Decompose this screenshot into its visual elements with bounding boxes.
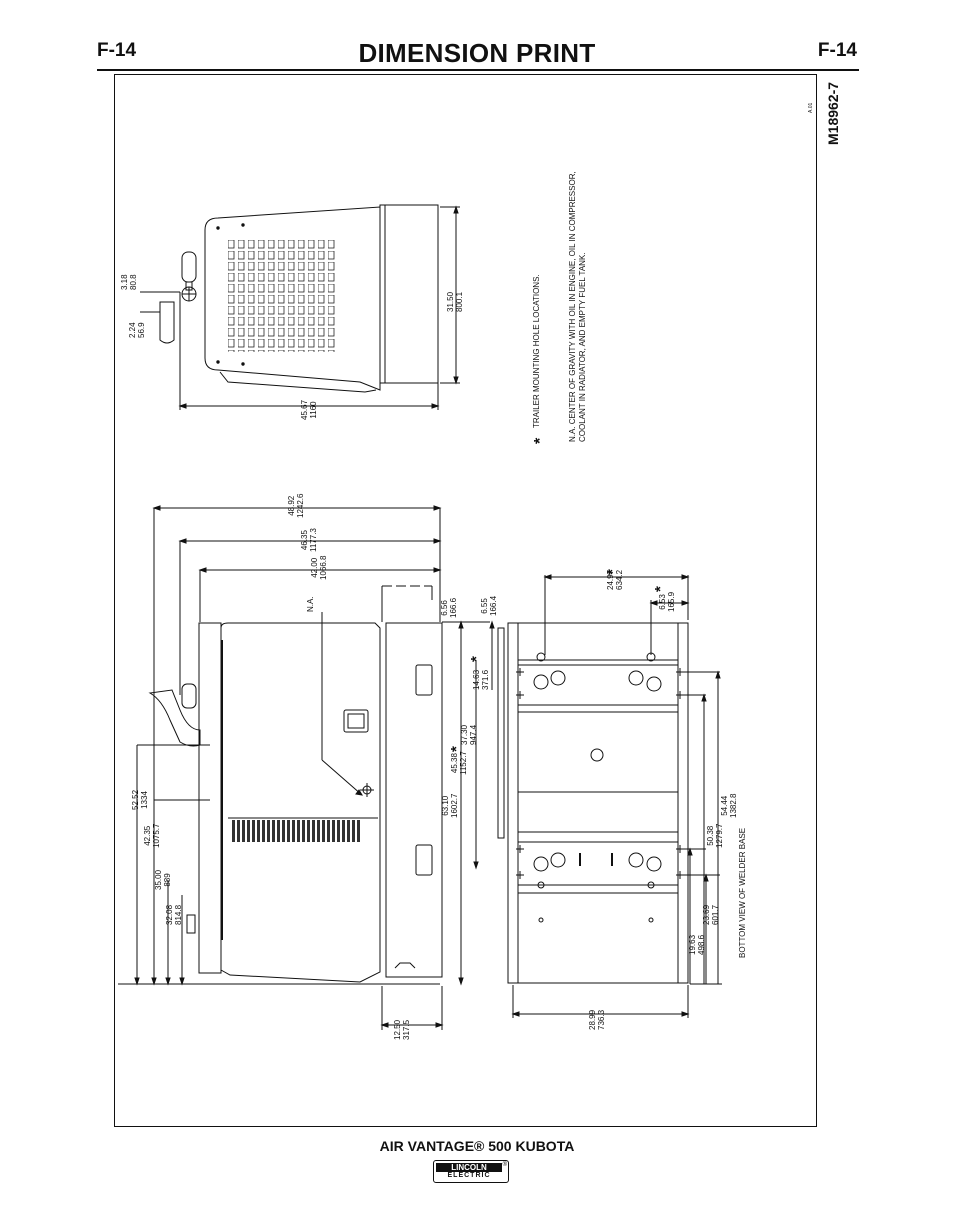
- page-number-left: F-14: [97, 40, 137, 61]
- asterisk-24-97: *: [604, 569, 621, 575]
- page-title: DIMENSION PRINT: [358, 38, 596, 68]
- page-number-right: F-14: [817, 40, 857, 61]
- lincoln-electric-logo: LINCOLN ® ELECTRIC: [433, 1160, 509, 1183]
- header-rule: [97, 69, 859, 71]
- neutral-axis-label: N.A.: [306, 596, 315, 612]
- footer-model-name: AIR VANTAGE® 500 KUBOTA: [379, 1138, 575, 1154]
- asterisk-6-53: *: [652, 586, 669, 592]
- bottom-view: [497, 574, 722, 1018]
- drawing-frame: [114, 74, 817, 1127]
- asterisk-45-38: *: [448, 746, 465, 752]
- side-view: [118, 505, 495, 1030]
- note-asterisk: *: [532, 437, 549, 444]
- logo-top-text: LINCOLN: [436, 1163, 502, 1172]
- drawing-number: M18962-7: [825, 81, 841, 145]
- bottom-view-label: BOTTOM VIEW OF WELDER BASE: [738, 827, 747, 958]
- end-view: [140, 204, 460, 410]
- logo-registered-mark: ®: [502, 1162, 507, 1168]
- dimension-drawing: [118, 204, 722, 1030]
- note-trailer-holes: TRAILER MOUNTING HOLE LOCATIONS.: [532, 274, 541, 428]
- note-center-of-gravity-line2: COOLANT IN RADIATOR, AND EMPTY FUEL TANK…: [578, 252, 587, 442]
- revision-code: A.01: [808, 102, 814, 113]
- logo-bottom-text: ELECTRIC: [447, 1172, 491, 1179]
- asterisk-14-63: *: [468, 656, 485, 662]
- note-center-of-gravity-line1: N.A. CENTER OF GRAVITY WITH OIL IN ENGIN…: [568, 171, 577, 442]
